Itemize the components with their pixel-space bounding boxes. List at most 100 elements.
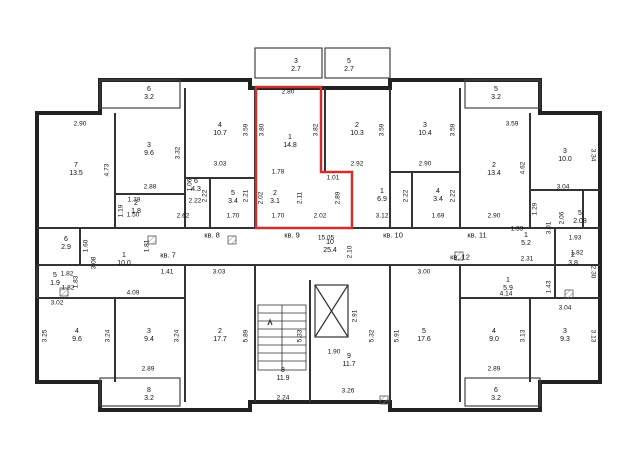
dimension-label: 2.30: [589, 265, 597, 279]
dimension-label: 3.59: [505, 120, 519, 128]
dimension-label: 2.22: [201, 189, 209, 203]
dimension-label: 1.60: [82, 239, 90, 253]
dimension-label: 3.34: [589, 148, 597, 162]
staircase: [257, 304, 307, 371]
apartment-label: кв. 9: [284, 230, 300, 240]
dimension-label: 2.91: [351, 309, 359, 323]
dimension-label: 3.02: [50, 299, 64, 307]
dimension-label: 3.80: [258, 123, 266, 137]
highlighted-apartment-outline: [254, 85, 354, 230]
dimension-label: 2.02: [313, 212, 327, 220]
dimension-label: 1.41: [160, 268, 174, 276]
dimension-label: 1.90: [327, 348, 341, 356]
dimension-label: 1.78: [271, 168, 285, 176]
dimension-label: 3.25: [41, 329, 49, 343]
dimension-label: 2.90: [73, 120, 87, 128]
dimension-label: 3.32: [174, 146, 182, 160]
dimension-label: 2.21: [242, 189, 250, 203]
dimension-label: 1.93: [568, 234, 582, 242]
dimension-label: 3.24: [173, 329, 181, 343]
dimension-label: 2.89: [141, 365, 155, 373]
dimension-label: 1.70: [271, 212, 285, 220]
dimension-label: 3.08: [90, 256, 98, 270]
dimension-label: 2.02: [257, 191, 265, 205]
dimension-label: 3.26: [341, 387, 355, 395]
dimension-label: 2.89: [334, 191, 342, 205]
dimension-label: 2.22: [402, 189, 410, 203]
dimension-label: 2.88: [143, 183, 157, 191]
apartment-label: кв. 10: [383, 230, 403, 240]
dimension-label: 2.80: [281, 88, 295, 96]
dimension-label: 5.91: [393, 329, 401, 343]
dimension-label: 5.89: [242, 329, 250, 343]
dimension-label: 1.19: [117, 204, 125, 218]
dimension-label: 4.14: [499, 290, 513, 298]
dimension-label: 3.03: [212, 268, 226, 276]
dimension-label: 1.50: [126, 211, 140, 219]
dimension-label: 1.33: [510, 225, 524, 233]
columns: [59, 235, 574, 405]
apartment-label: кв. 12: [450, 252, 470, 262]
dimension-label: 2.22: [449, 189, 457, 203]
dimension-label: 1.82: [61, 284, 75, 292]
dimension-label: 2.11: [296, 191, 304, 205]
dimension-label: 2.31: [520, 255, 534, 263]
dimension-label: 3.04: [558, 304, 572, 312]
dimension-label: 2.10: [346, 245, 354, 259]
dimension-label: 3.59: [449, 123, 457, 137]
dimension-label: 1.29: [531, 202, 539, 216]
dimension-label: 2.92: [350, 160, 364, 168]
dimension-label: 4.73: [103, 163, 111, 177]
dimension-label: 1.39: [127, 196, 141, 204]
dimension-label: 3.04: [556, 183, 570, 191]
dimension-label: 3.00: [417, 268, 431, 276]
dimension-label: 15.05: [317, 234, 335, 242]
outer-walls: [35, 78, 602, 412]
dimension-label: 2.22: [188, 197, 202, 205]
dimension-label: 1.06: [186, 178, 194, 192]
dimension-label: 2.24: [276, 394, 290, 402]
dimension-label: 1.83: [72, 275, 80, 289]
dimension-label: 3.59: [378, 123, 386, 137]
dimension-label: 1.69: [431, 212, 445, 220]
dimension-label: 3.13: [519, 329, 527, 343]
dimension-label: 1.82: [60, 270, 74, 278]
dimension-label: 3.01: [545, 221, 553, 235]
dimension-label: 2.90: [418, 160, 432, 168]
dimension-label: 2.90: [487, 212, 501, 220]
lift-shaft: [314, 284, 349, 338]
dimension-label: 4.09: [126, 289, 140, 297]
dimension-label: 5.32: [368, 329, 376, 343]
balconies: [99, 47, 541, 407]
dimension-label: 2.06: [558, 211, 566, 225]
dimension-label: 3.12: [375, 212, 389, 220]
